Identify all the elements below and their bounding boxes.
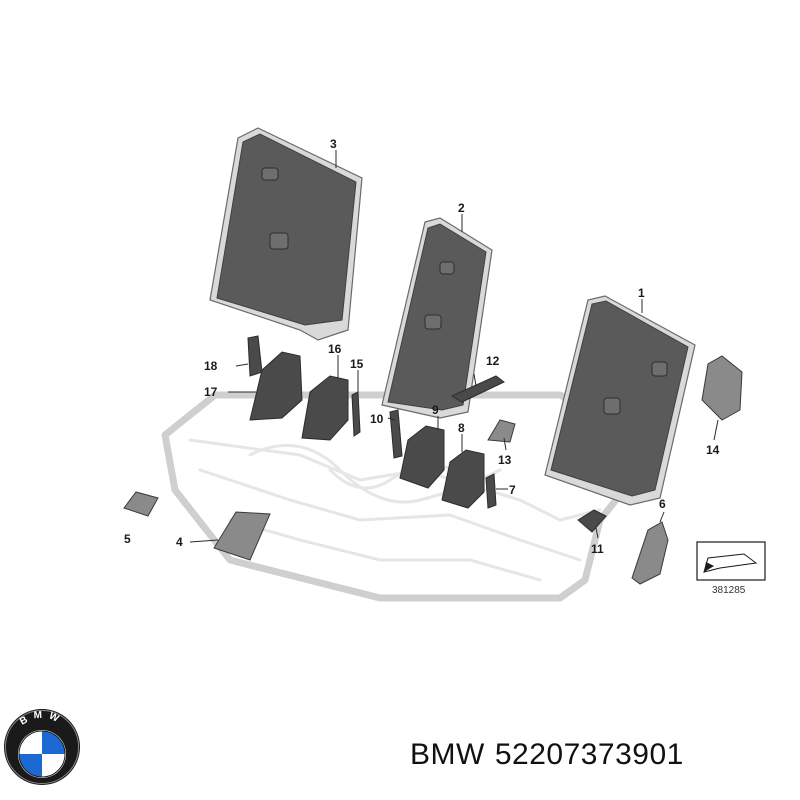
- part-3-backrest-panel: [209, 127, 363, 341]
- small-parts: [123, 335, 743, 585]
- callout-6: 6: [659, 497, 666, 511]
- part-18-bracket: [247, 335, 263, 377]
- callout-7: 7: [509, 483, 516, 497]
- reference-box: 381285: [696, 541, 766, 596]
- part-1-socket-upper: [651, 361, 668, 377]
- callout-8: 8: [458, 421, 465, 435]
- part-2-backrest-panel: [381, 217, 493, 419]
- part-1-backrest-panel: [544, 295, 696, 506]
- part-12-bracket: [450, 375, 505, 403]
- part-5-clip: [123, 491, 159, 517]
- part-3-socket-upper: [261, 167, 279, 181]
- callout-10: 10: [370, 412, 384, 426]
- arrow-icon: [704, 562, 714, 572]
- callout-12: 12: [486, 354, 500, 368]
- callout-18: 18: [204, 359, 218, 373]
- brand-name: BMW: [410, 738, 485, 771]
- callout-15: 15: [350, 357, 364, 371]
- callout-9: 9: [432, 403, 439, 417]
- part-14-hinge-cover: [701, 355, 743, 421]
- callout-labels: 3 2 1 18 17 16 15 12 10 9 8 13 7 14 6 11…: [124, 137, 720, 556]
- part-11-clip: [577, 509, 607, 533]
- part-3-socket-lower: [269, 232, 289, 250]
- part-16-trim-cover: [301, 375, 349, 441]
- part-17-trim-cover: [249, 351, 303, 421]
- part-8-trim-cover: [441, 449, 485, 509]
- callout-4: 4: [176, 535, 183, 549]
- part-13-clip: [487, 419, 516, 443]
- leader-lines: [189, 150, 719, 543]
- part-number: 52207373901: [494, 738, 684, 771]
- part-1-socket-lower: [603, 397, 621, 415]
- callout-14: 14: [706, 443, 720, 457]
- part-10-strip: [389, 409, 403, 459]
- brand-part-label: BMW 52207373901: [410, 738, 694, 772]
- part-7-strip: [485, 473, 497, 509]
- part-2-socket-upper: [439, 261, 455, 275]
- callout-5: 5: [124, 532, 131, 546]
- part-4-trim: [213, 511, 271, 561]
- callout-2: 2: [458, 201, 465, 215]
- callout-13: 13: [498, 453, 512, 467]
- part-15-strip: [351, 391, 361, 437]
- part-9-trim-cover: [399, 425, 445, 489]
- part-2-socket-lower: [424, 314, 442, 330]
- callout-16: 16: [328, 342, 342, 356]
- callout-11: 11: [591, 542, 604, 556]
- callout-1: 1: [638, 286, 645, 300]
- callout-17: 17: [204, 385, 218, 399]
- part-6-trim: [631, 521, 669, 585]
- reference-number: 381285: [712, 585, 746, 596]
- callout-3: 3: [330, 137, 337, 151]
